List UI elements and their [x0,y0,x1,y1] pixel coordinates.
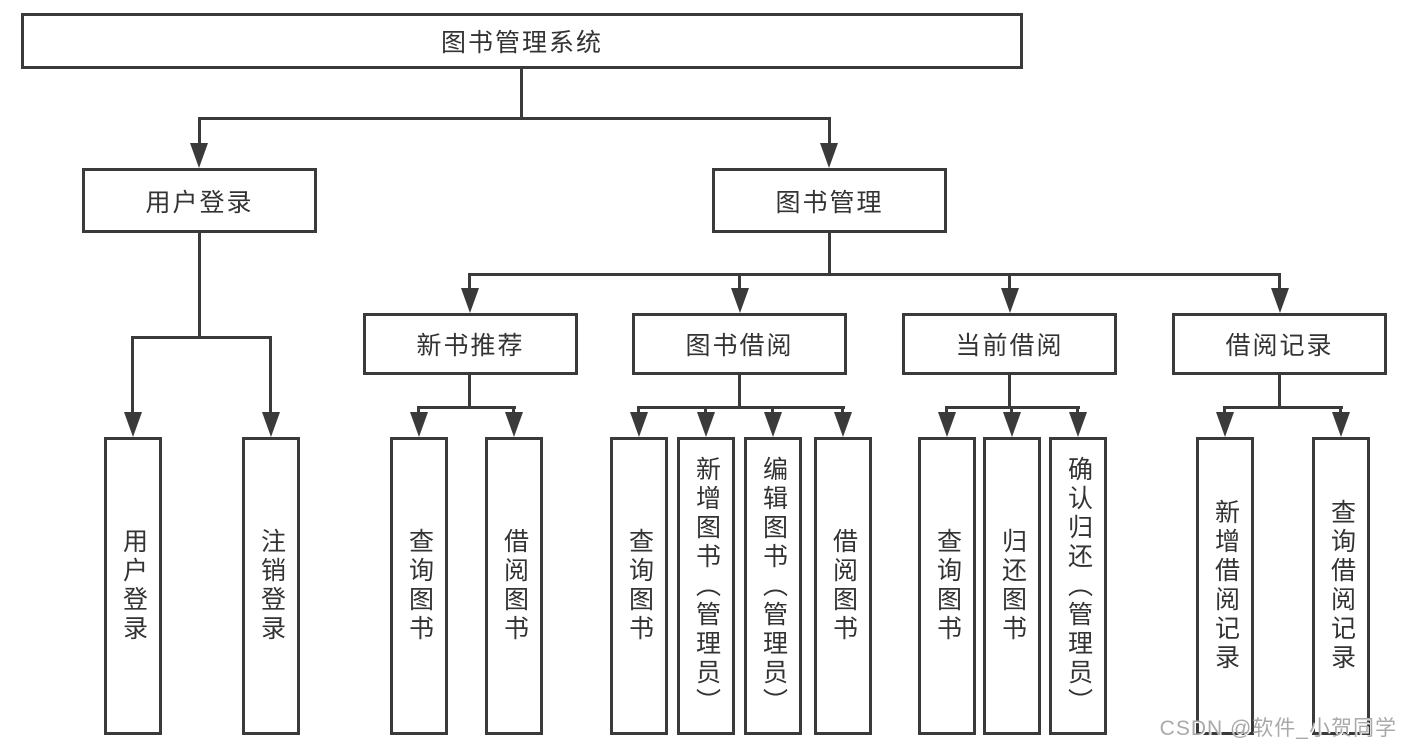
leaf-borrow-book-1-label: 借阅图书 [500,528,529,644]
connector-line [704,406,707,414]
leaf-confirm-return-admin-label: 确认归还（管理员） [1064,455,1093,717]
connector-line [828,119,831,145]
connector-line [1223,406,1226,414]
leaf-query-book-1-label: 查询图书 [405,528,434,644]
leaf-logout-label: 注销登录 [257,528,286,644]
connector-line [1278,275,1281,290]
arrow-down-icon [820,143,838,168]
leaf-query-book-3-label: 查询图书 [933,528,962,644]
leaf-query-book-1: 查询图书 [390,437,448,735]
arrow-down-icon [1332,412,1350,437]
arrow-down-icon [1216,412,1234,437]
arrow-down-icon [505,412,523,437]
connector-line [468,275,471,290]
connector-line [637,406,845,409]
arrow-down-icon [262,412,280,437]
connector-line [198,117,831,120]
leaf-query-borrow-record-label: 查询借阅记录 [1327,499,1356,673]
node-book-borrow-label: 图书借阅 [685,332,794,360]
connector-line [269,338,272,414]
connector-line [828,233,831,275]
arrow-down-icon [1271,288,1289,313]
connector-line [1008,375,1011,408]
arrow-down-icon [764,412,782,437]
leaf-user-login: 用户登录 [104,437,162,735]
node-current-borrow-label: 当前借阅 [955,332,1064,360]
arrow-down-icon [731,288,749,313]
connector-line [520,69,523,119]
connector-line [417,406,420,414]
leaf-query-book-2: 查询图书 [610,437,668,735]
connector-line [1223,406,1343,409]
leaf-query-book-3: 查询图书 [918,437,976,735]
node-user-login: 用户登录 [82,168,317,233]
leaf-query-book-2-label: 查询图书 [625,528,654,644]
leaf-logout: 注销登录 [242,437,300,735]
node-book-borrow: 图书借阅 [632,313,847,375]
arrow-down-icon [630,412,648,437]
leaf-borrow-book-1: 借阅图书 [485,437,543,735]
leaf-edit-book-admin: 编辑图书（管理员） [744,437,802,735]
connector-line [1076,406,1079,414]
connector-line [468,273,1281,276]
connector-line [1008,275,1011,290]
arrow-down-icon [410,412,428,437]
arrow-down-icon [1069,412,1087,437]
connector-line [1339,406,1342,414]
arrow-down-icon [834,412,852,437]
connector-line [512,406,515,414]
node-new-book-recommend-label: 新书推荐 [416,332,525,360]
leaf-borrow-book-2: 借阅图书 [814,437,872,735]
node-new-book-recommend: 新书推荐 [363,313,578,375]
leaf-add-book-admin: 新增图书（管理员） [677,437,735,735]
connector-line [738,375,741,408]
leaf-borrow-book-2-label: 借阅图书 [829,528,858,644]
arrow-down-icon [190,143,208,168]
arrow-down-icon [697,412,715,437]
leaf-add-borrow-record: 新增借阅记录 [1196,437,1254,735]
leaf-add-borrow-record-label: 新增借阅记录 [1211,499,1240,673]
node-library-system: 图书管理系统 [21,13,1023,69]
leaf-return-book-label: 归还图书 [998,528,1027,644]
arrow-down-icon [938,412,956,437]
connector-line [1010,406,1013,414]
arrow-down-icon [1001,288,1019,313]
node-user-login-label: 用户登录 [145,188,254,217]
leaf-user-login-label: 用户登录 [119,528,148,644]
node-borrow-record: 借阅记录 [1172,313,1387,375]
connector-line [417,406,516,409]
connector-line [945,406,948,414]
connector-line [637,406,640,414]
arrow-down-icon [124,412,142,437]
leaf-return-book: 归还图书 [983,437,1041,735]
leaf-query-borrow-record: 查询借阅记录 [1312,437,1370,735]
connector-line [198,233,201,338]
connector-line [198,119,201,145]
node-current-borrow: 当前借阅 [902,313,1117,375]
connector-line [738,275,741,290]
arrow-down-icon [461,288,479,313]
watermark: CSDN @软件_小贺同学 [1159,717,1397,740]
leaf-confirm-return-admin: 确认归还（管理员） [1049,437,1107,735]
node-library-system-label: 图书管理系统 [440,29,603,57]
leaf-add-book-admin-label: 新增图书（管理员） [692,455,721,717]
leaf-edit-book-admin-label: 编辑图书（管理员） [759,455,788,717]
connector-line [841,406,844,414]
connector-line [131,336,272,339]
node-book-management-label: 图书管理 [775,188,884,217]
connector-line [131,338,134,414]
arrow-down-icon [1003,412,1021,437]
connector-line [468,375,471,408]
connector-line [771,406,774,414]
node-borrow-record-label: 借阅记录 [1225,332,1334,360]
node-book-management: 图书管理 [712,168,947,233]
connector-line [1278,375,1281,408]
